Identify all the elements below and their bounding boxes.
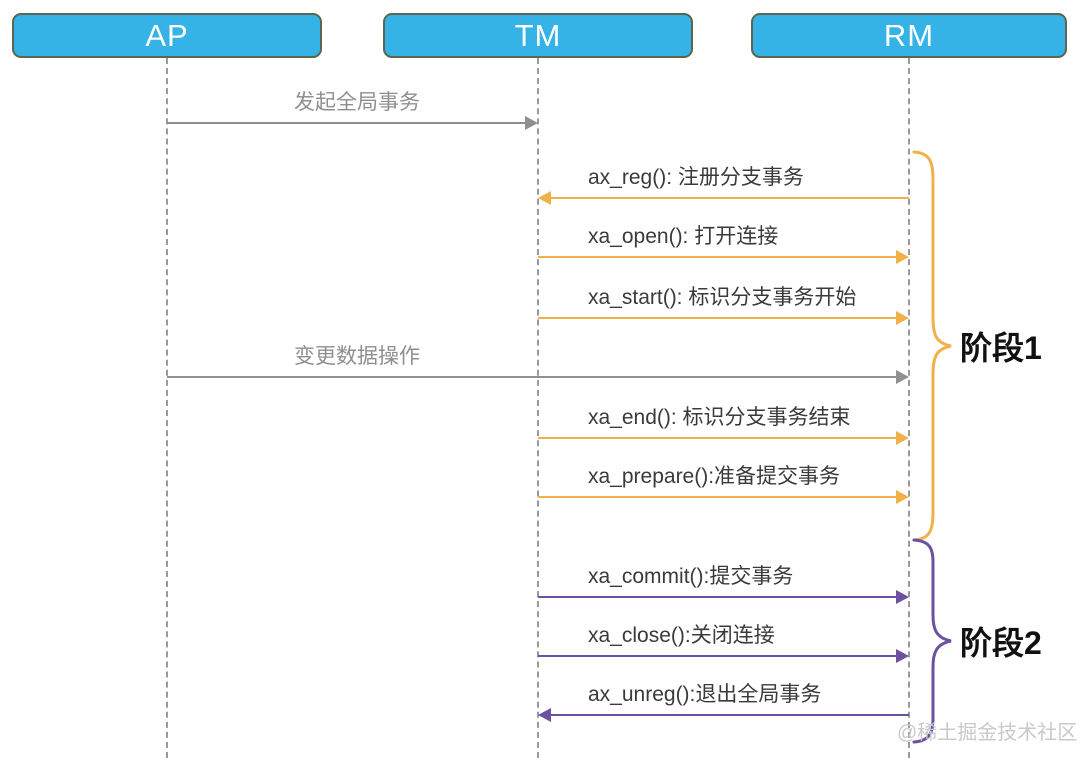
- arrowhead-icon-3: [896, 250, 909, 264]
- lifeline-tm: [537, 58, 539, 758]
- watermark: @稀土掘金技术社区: [897, 722, 1078, 744]
- message-line-8: [538, 596, 897, 598]
- actor-label-rm: RM: [883, 17, 935, 53]
- phase2-label: 阶段2: [960, 625, 1042, 661]
- message-label-4: xa_start(): 标识分支事务开始: [588, 285, 857, 309]
- message-line-2: [550, 197, 909, 199]
- message-label-2: ax_reg(): 注册分支事务: [588, 165, 804, 189]
- arrowhead-icon-6: [896, 431, 909, 445]
- message-label-7: xa_prepare():准备提交事务: [588, 464, 841, 488]
- arrowhead-icon-9: [896, 649, 909, 663]
- actor-label-ap: AP: [145, 17, 189, 53]
- arrowhead-icon-1: [525, 116, 538, 130]
- message-label-1: 发起全局事务: [294, 90, 420, 114]
- message-line-6: [538, 437, 897, 439]
- arrowhead-icon-8: [896, 590, 909, 604]
- actor-box-tm: TM: [383, 13, 693, 58]
- phase1-brace-icon: [912, 150, 952, 542]
- phase1-label: 阶段1: [960, 330, 1042, 366]
- message-label-8: xa_commit():提交事务: [588, 564, 794, 588]
- message-line-10: [550, 714, 909, 716]
- arrowhead-icon-2: [538, 191, 551, 205]
- phase2-brace-icon: [912, 538, 952, 744]
- actor-box-ap: AP: [12, 13, 322, 58]
- message-line-4: [538, 317, 897, 319]
- lifeline-ap: [166, 58, 168, 758]
- arrowhead-icon-5: [896, 370, 909, 384]
- message-line-7: [538, 496, 897, 498]
- actor-label-tm: TM: [514, 17, 562, 53]
- message-label-6: xa_end(): 标识分支事务结束: [588, 405, 851, 429]
- message-label-10: ax_unreg():退出全局事务: [588, 682, 822, 706]
- message-label-3: xa_open(): 打开连接: [588, 224, 779, 248]
- message-label-5: 变更数据操作: [294, 344, 420, 368]
- arrowhead-icon-4: [896, 311, 909, 325]
- arrowhead-icon-7: [896, 490, 909, 504]
- actor-box-rm: RM: [751, 13, 1067, 58]
- message-line-1: [167, 122, 526, 124]
- message-line-5: [167, 376, 897, 378]
- arrowhead-icon-10: [538, 708, 551, 722]
- message-label-9: xa_close():关闭连接: [588, 623, 775, 647]
- message-line-9: [538, 655, 897, 657]
- message-line-3: [538, 256, 897, 258]
- lifeline-rm: [908, 58, 910, 758]
